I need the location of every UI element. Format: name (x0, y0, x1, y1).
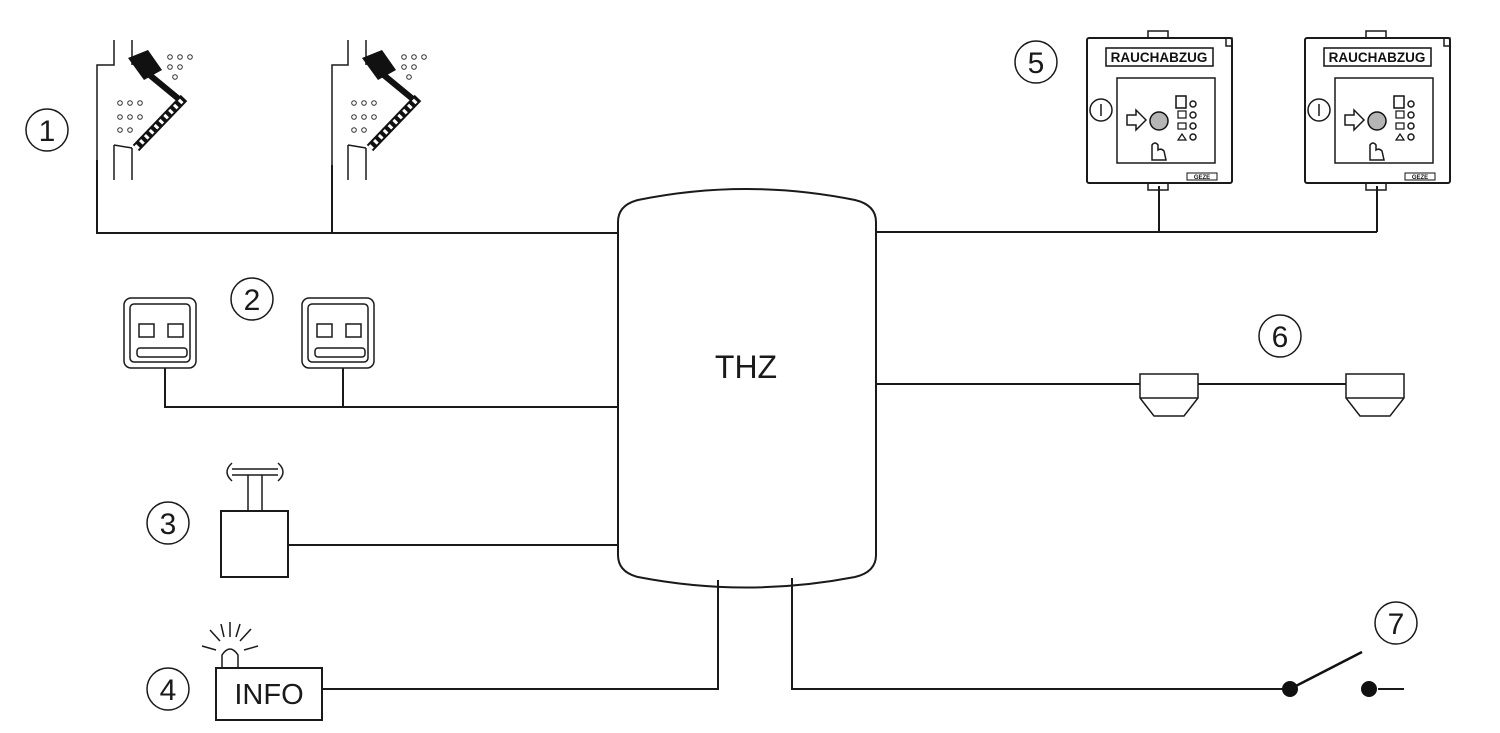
vent-button-icon (301, 297, 375, 369)
marker-1-label: 1 (39, 115, 56, 148)
wiring (96, 160, 1404, 690)
marker-5: 5 (1014, 40, 1058, 84)
manual-call-point: RAUCHABZUG GEZE (1304, 30, 1451, 191)
info-panel-label: INFO (234, 679, 303, 711)
call-point-brand: GEZE (1412, 175, 1428, 181)
marker-4-label: 4 (160, 674, 177, 707)
manual-call-point: RAUCHABZUG GEZE (1086, 30, 1233, 191)
marker-5-label: 5 (1028, 47, 1045, 80)
central-unit-label: THZ (715, 349, 777, 385)
marker-7-label: 7 (1388, 608, 1405, 641)
vent-window-icon (331, 40, 427, 180)
marker-6-label: 6 (1272, 321, 1289, 354)
call-point-title: RAUCHABZUG (1329, 50, 1426, 65)
switch-icon (1282, 650, 1377, 697)
marker-4: 4 (146, 667, 190, 711)
marker-2: 2 (230, 277, 274, 321)
marker-3-label: 3 (160, 508, 177, 541)
marker-3: 3 (146, 501, 190, 545)
call-point-title: RAUCHABZUG (1111, 50, 1208, 65)
smoke-detector-icon (1139, 373, 1199, 417)
marker-6: 6 (1258, 314, 1302, 358)
smoke-detector-icon (1345, 373, 1405, 417)
marker-1: 1 (25, 108, 69, 152)
vent-window-icon (96, 40, 193, 180)
vent-button-icon (123, 297, 197, 369)
wind-rain-sensor-icon (220, 462, 289, 578)
central-unit: THZ (617, 188, 877, 589)
marker-2-label: 2 (244, 284, 261, 317)
warning-lamp-icon: INFO (201, 622, 323, 721)
call-point-brand: GEZE (1194, 175, 1210, 181)
marker-7: 7 (1374, 601, 1418, 645)
